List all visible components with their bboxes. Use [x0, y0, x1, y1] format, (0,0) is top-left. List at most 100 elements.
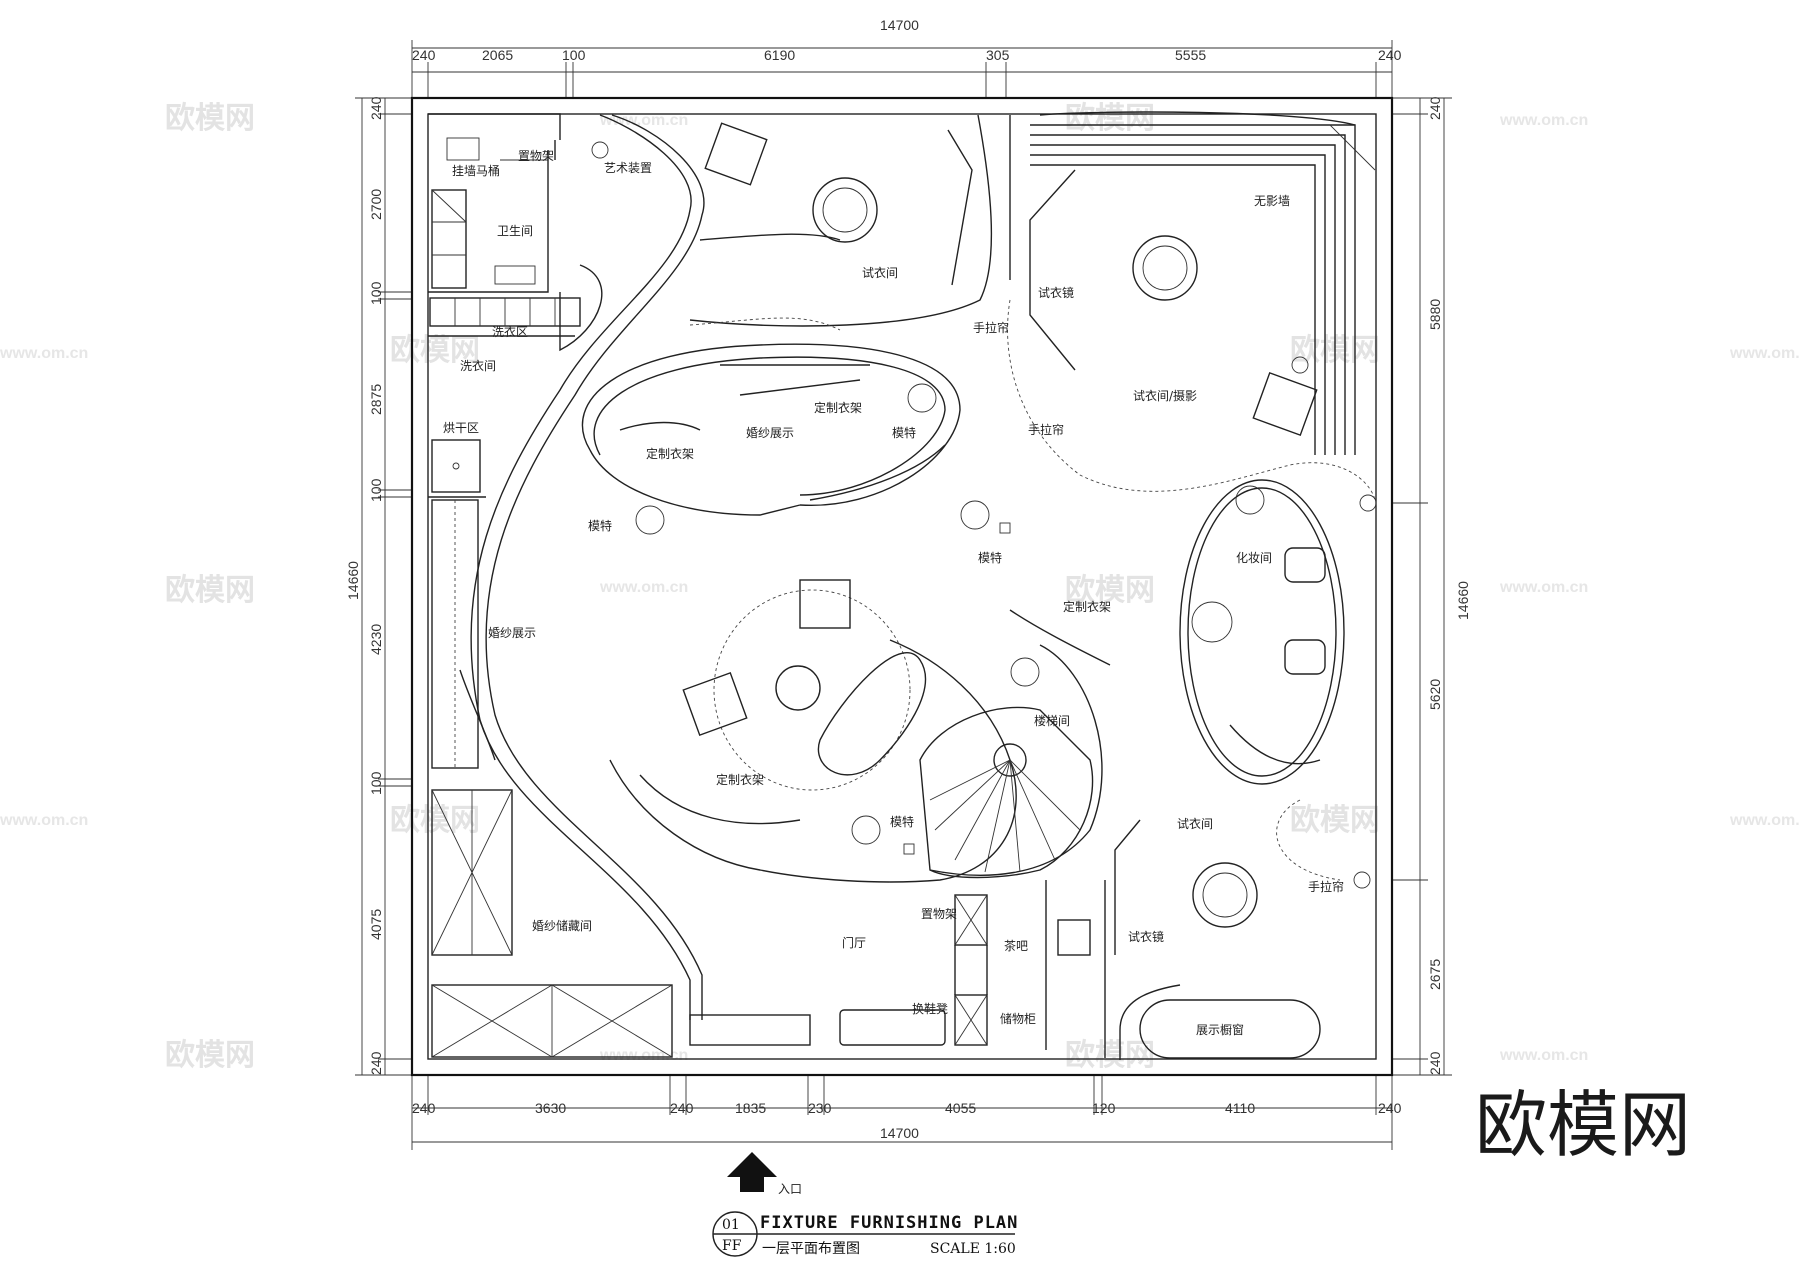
watermark-url: www.om.cn: [599, 579, 688, 596]
label-fitting-top: 试衣间: [862, 265, 898, 280]
label-tea-bar: 茶吧: [1004, 938, 1028, 953]
dimension-bottom: 240 3630 240 1835 230 4055 120 4110 240 …: [411, 1075, 1402, 1150]
infinity-wall: [1030, 124, 1376, 455]
label-stairs: 楼梯间: [1034, 713, 1070, 728]
dim-left-seg: 100: [368, 478, 384, 502]
entrance-arrow-icon: [727, 1152, 777, 1192]
brand-watermark: 欧模网: [1475, 1083, 1691, 1167]
label-rack-top: 置物架: [518, 149, 554, 163]
watermark-brand: 欧模网: [165, 101, 255, 136]
watermark-url: www.om.cn: [599, 1047, 688, 1064]
label-bathroom: 卫生间: [497, 224, 533, 238]
dim-left-seg: 4230: [368, 624, 384, 655]
watermark-url: www.om.cn: [1729, 812, 1800, 829]
dim-left-total: 14660: [345, 561, 361, 600]
drawing-scale: SCALE 1:60: [930, 1241, 1016, 1257]
title-block: 01 FF FIXTURE FURNISHING PLAN 一层平面布置图 SC…: [712, 1211, 1018, 1257]
drawing-title: FIXTURE FURNISHING PLAN: [760, 1213, 1018, 1233]
label-custom-rack-2: 定制衣架: [646, 446, 694, 461]
label-storage-cabinet: 储物柜: [1000, 1011, 1036, 1026]
watermark-url: www.om.cn: [0, 345, 88, 362]
label-curtain-3: 手拉帘: [1308, 879, 1344, 894]
label-showcase: 展示橱窗: [1196, 1023, 1244, 1037]
dim-top-seg: 240: [412, 47, 436, 63]
label-shoe-bench: 换鞋凳: [912, 1001, 948, 1016]
watermark-url: www.om.cn: [1499, 112, 1588, 129]
outer-walls: [410, 96, 1394, 1077]
dim-bottom-seg: 120: [1092, 1100, 1116, 1116]
dim-bottom-seg: 1835: [735, 1100, 766, 1116]
watermark-url: www.om.cn: [1499, 579, 1588, 596]
watermark-brand: 欧模网: [165, 573, 255, 608]
dim-left-seg: 2700: [368, 189, 384, 220]
dim-bottom-seg: 240: [1378, 1100, 1402, 1116]
label-model-2: 模特: [588, 518, 612, 533]
label-mirror-top: 试衣镜: [1038, 285, 1074, 300]
furniture: [635, 122, 1377, 928]
dim-bottom-seg: 4110: [1225, 1100, 1255, 1116]
watermark-url: www.om.cn: [1729, 345, 1800, 362]
dim-top-seg: 5555: [1175, 47, 1206, 63]
label-laundry-room: 洗衣间: [460, 358, 496, 373]
label-model-1: 模特: [892, 425, 916, 440]
dim-top-total: 14700: [880, 17, 919, 33]
curved-partitions: [470, 111, 1356, 1020]
label-curtain-1: 手拉帘: [973, 320, 1009, 335]
watermark-brand: 欧模网: [390, 333, 480, 368]
label-makeup: 化妆间: [1236, 551, 1272, 565]
dim-bottom-seg: 230: [808, 1100, 832, 1116]
clothing-racks: [459, 421, 1321, 825]
dimension-right: 240 5880 5620 2675 240 14660: [1392, 96, 1471, 1076]
dim-bottom-seg: 240: [670, 1100, 694, 1116]
foyer-area: [689, 880, 1321, 1060]
label-custom-rack-3: 定制衣架: [1063, 599, 1111, 614]
room-labels: 挂墙马桶 置物架 艺术装置 卫生间 洗衣区 洗衣间 烘干区 婚纱展示 婚纱储藏间…: [443, 149, 1344, 1037]
dim-left-seg: 100: [368, 281, 384, 305]
watermark-brand: 欧模网: [1065, 101, 1155, 136]
dim-bottom-total: 14700: [880, 1125, 919, 1141]
dim-top-seg: 6190: [764, 47, 795, 63]
dim-left-seg: 4075: [368, 909, 384, 940]
label-fitting-photo: 试衣间/摄影: [1133, 388, 1197, 403]
entrance-marker: 入口: [727, 1152, 802, 1196]
watermark-brand: 欧模网: [165, 1038, 255, 1073]
dim-right-total: 14660: [1455, 581, 1471, 620]
dim-top-seg: 2065: [482, 47, 513, 63]
dim-right-seg: 240: [1427, 96, 1443, 120]
label-toilet: 挂墙马桶: [452, 163, 500, 178]
dim-top-seg: 100: [562, 47, 586, 63]
label-model-3: 模特: [978, 550, 1002, 565]
dim-right-seg: 5880: [1427, 299, 1443, 330]
dimension-top: 14700 240 2065 100 6190 305 5555 240: [411, 17, 1402, 98]
dim-left-seg: 240: [368, 1051, 384, 1075]
label-foyer: 门厅: [842, 935, 866, 950]
label-art: 艺术装置: [604, 161, 652, 175]
label-dry-area: 烘干区: [443, 421, 479, 435]
watermark-brand: 欧模网: [1065, 1038, 1155, 1073]
dim-top-seg: 240: [1378, 47, 1402, 63]
dim-right-seg: 2675: [1427, 959, 1443, 990]
drawing-code: FF: [722, 1238, 742, 1254]
label-rack-bottom: 置物架: [921, 907, 957, 921]
dim-right-seg: 5620: [1427, 679, 1443, 710]
watermark-url: www.om.cn: [1499, 1047, 1588, 1064]
dim-right-seg: 240: [1427, 1051, 1443, 1075]
watermark-brand: 欧模网: [1290, 803, 1380, 838]
service-rooms: [428, 113, 673, 1058]
drawing-subtitle: 一层平面布置图: [762, 1241, 860, 1257]
label-custom-rack-1: 定制衣架: [814, 400, 862, 415]
makeup-room-oval: [1179, 479, 1345, 785]
mirrors: [947, 129, 1141, 955]
dim-left-seg: 2875: [368, 384, 384, 415]
label-bridal-storage: 婚纱储藏间: [532, 918, 592, 933]
watermark-brand: 欧模网: [390, 803, 480, 838]
watermark-url: www.om.cn: [0, 812, 88, 829]
label-laundry-area: 洗衣区: [492, 324, 528, 339]
watermark-layer: 欧模网 欧模网 欧模网 欧模网 欧模网 欧模网 欧模网 欧模网 欧模网 欧模网 …: [0, 101, 1800, 1073]
entrance-label: 入口: [778, 1182, 802, 1196]
dim-bottom-seg: 3630: [535, 1100, 566, 1116]
spiral-stairs: [919, 706, 1094, 879]
label-model-4: 模特: [890, 814, 914, 829]
dimension-left: 14660 240 2700 100 2875 100 4230 100 407…: [345, 96, 412, 1076]
